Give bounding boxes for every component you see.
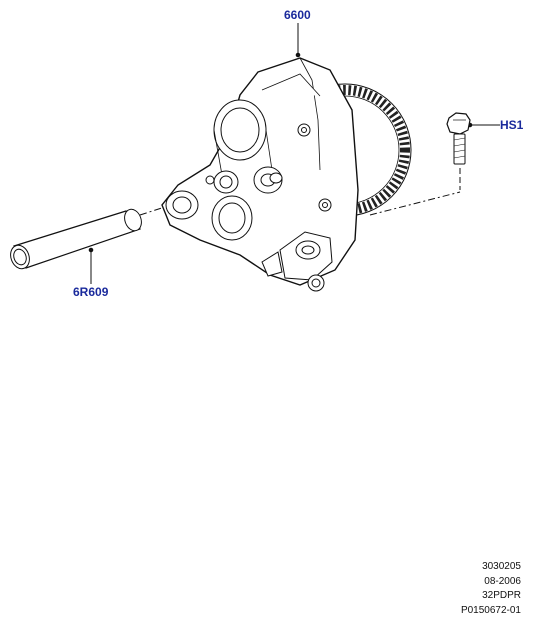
reference-date: 08-2006 xyxy=(484,575,521,587)
reference-illustration-id: P0150672-01 xyxy=(460,604,521,616)
callout-6600[interactable]: 6600 xyxy=(284,8,311,22)
callout-6r609[interactable]: 6R609 xyxy=(73,285,109,299)
reference-model-code: 32PDPR xyxy=(482,590,521,601)
pipe-6r609 xyxy=(10,208,142,270)
bolt-hs1 xyxy=(446,112,471,165)
leader-lines xyxy=(88,23,500,284)
callout-hs1[interactable]: HS1 xyxy=(500,118,524,132)
assembly-centerline xyxy=(139,168,461,216)
drawing-reference-block: 3030205 08-2006 32PDPR P0150672-01 xyxy=(401,560,521,618)
oil-pump-body xyxy=(161,57,359,292)
reference-code: 3030205 xyxy=(482,561,521,572)
